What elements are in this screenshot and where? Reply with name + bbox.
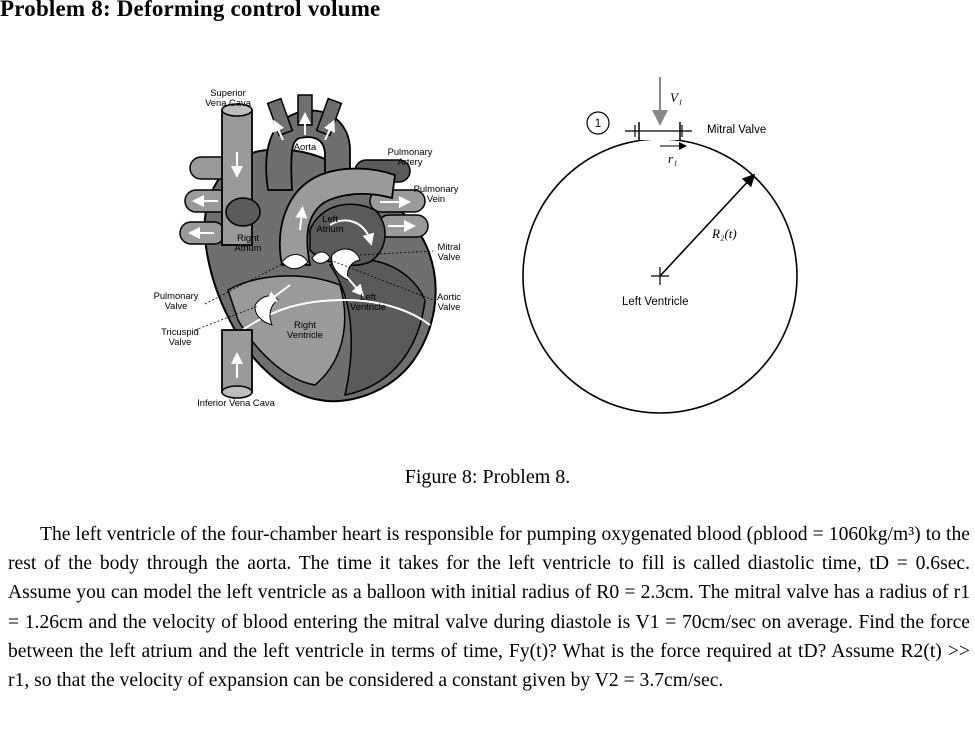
label-inferior-vena-cava: Inferior Vena Cava [197, 397, 275, 408]
pulmonary-artery [279, 167, 396, 266]
aortic-valve-shape [311, 251, 331, 264]
label-pulmonary-vein-1: Pulmonary [414, 183, 459, 194]
label-pulmonary-artery-2: Artery [397, 156, 422, 167]
mitral-valve-shape [331, 248, 361, 281]
r2-label: R₂(t) [711, 226, 737, 241]
left-atrium [309, 203, 386, 266]
label-superior-vena-cava-2: Vena Cava [205, 97, 252, 108]
label-tricuspid-valve-1: Tricuspid [161, 326, 199, 337]
r1-label: r₁ [668, 151, 678, 166]
figure-caption: Figure 8: Problem 8. [404, 466, 571, 488]
label-left-ventricle-1: Left [360, 291, 376, 302]
station-1-marker [586, 111, 610, 135]
label-pulmonary-artery-1: Pulmonary [388, 146, 433, 157]
label-aorta: Aorta [294, 141, 317, 152]
station-1-label: 1 [595, 118, 601, 130]
problem-statement: The left ventricle of the four-chamber h… [8, 524, 970, 692]
ventricle-schematic: 1 V₁ r₁ R₂(t) Mitral Valve Left Ventricl… [522, 77, 798, 414]
label-left-ventricle-2: Ventricle [350, 301, 386, 312]
label-pulmonary-vein-2: Vein [427, 193, 445, 204]
heart-diagram: Superior Vena Cava Aorta Pulmonary Arter… [154, 87, 462, 408]
label-left-atrium-1: Left [322, 213, 338, 224]
label-aortic-valve-2: Valve [438, 301, 461, 312]
pulmonary-valve-shape [281, 254, 309, 270]
label-right-atrium-2: Atrium [234, 242, 261, 253]
label-left-atrium-2: Atrium [316, 223, 343, 234]
figure-8: Superior Vena Cava Aorta Pulmonary Arter… [154, 77, 798, 414]
label-aortic-valve-1: Aortic [437, 291, 461, 302]
problem-title: Problem 8: Deforming control volume [0, 0, 381, 21]
label-right-ventricle-2: Ventricle [287, 329, 323, 340]
mitral-valve-label: Mitral Valve [707, 124, 766, 136]
label-pulmonary-valve-1: Pulmonary [154, 290, 199, 301]
label-tricuspid-valve-2: Valve [169, 336, 192, 347]
label-pulmonary-valve-2: Valve [165, 300, 188, 311]
label-superior-vena-cava-1: Superior [210, 87, 245, 98]
left-ventricle-label: Left Ventricle [622, 296, 688, 308]
label-right-ventricle-1: Right [294, 319, 316, 330]
r2-arrow [659, 173, 756, 277]
right-atrium [225, 197, 261, 227]
label-mitral-valve-2: Valve [438, 251, 461, 262]
label-right-atrium-1: Right [237, 232, 259, 243]
label-mitral-valve-1: Mitral [438, 241, 461, 252]
v1-label: V₁ [670, 90, 682, 105]
